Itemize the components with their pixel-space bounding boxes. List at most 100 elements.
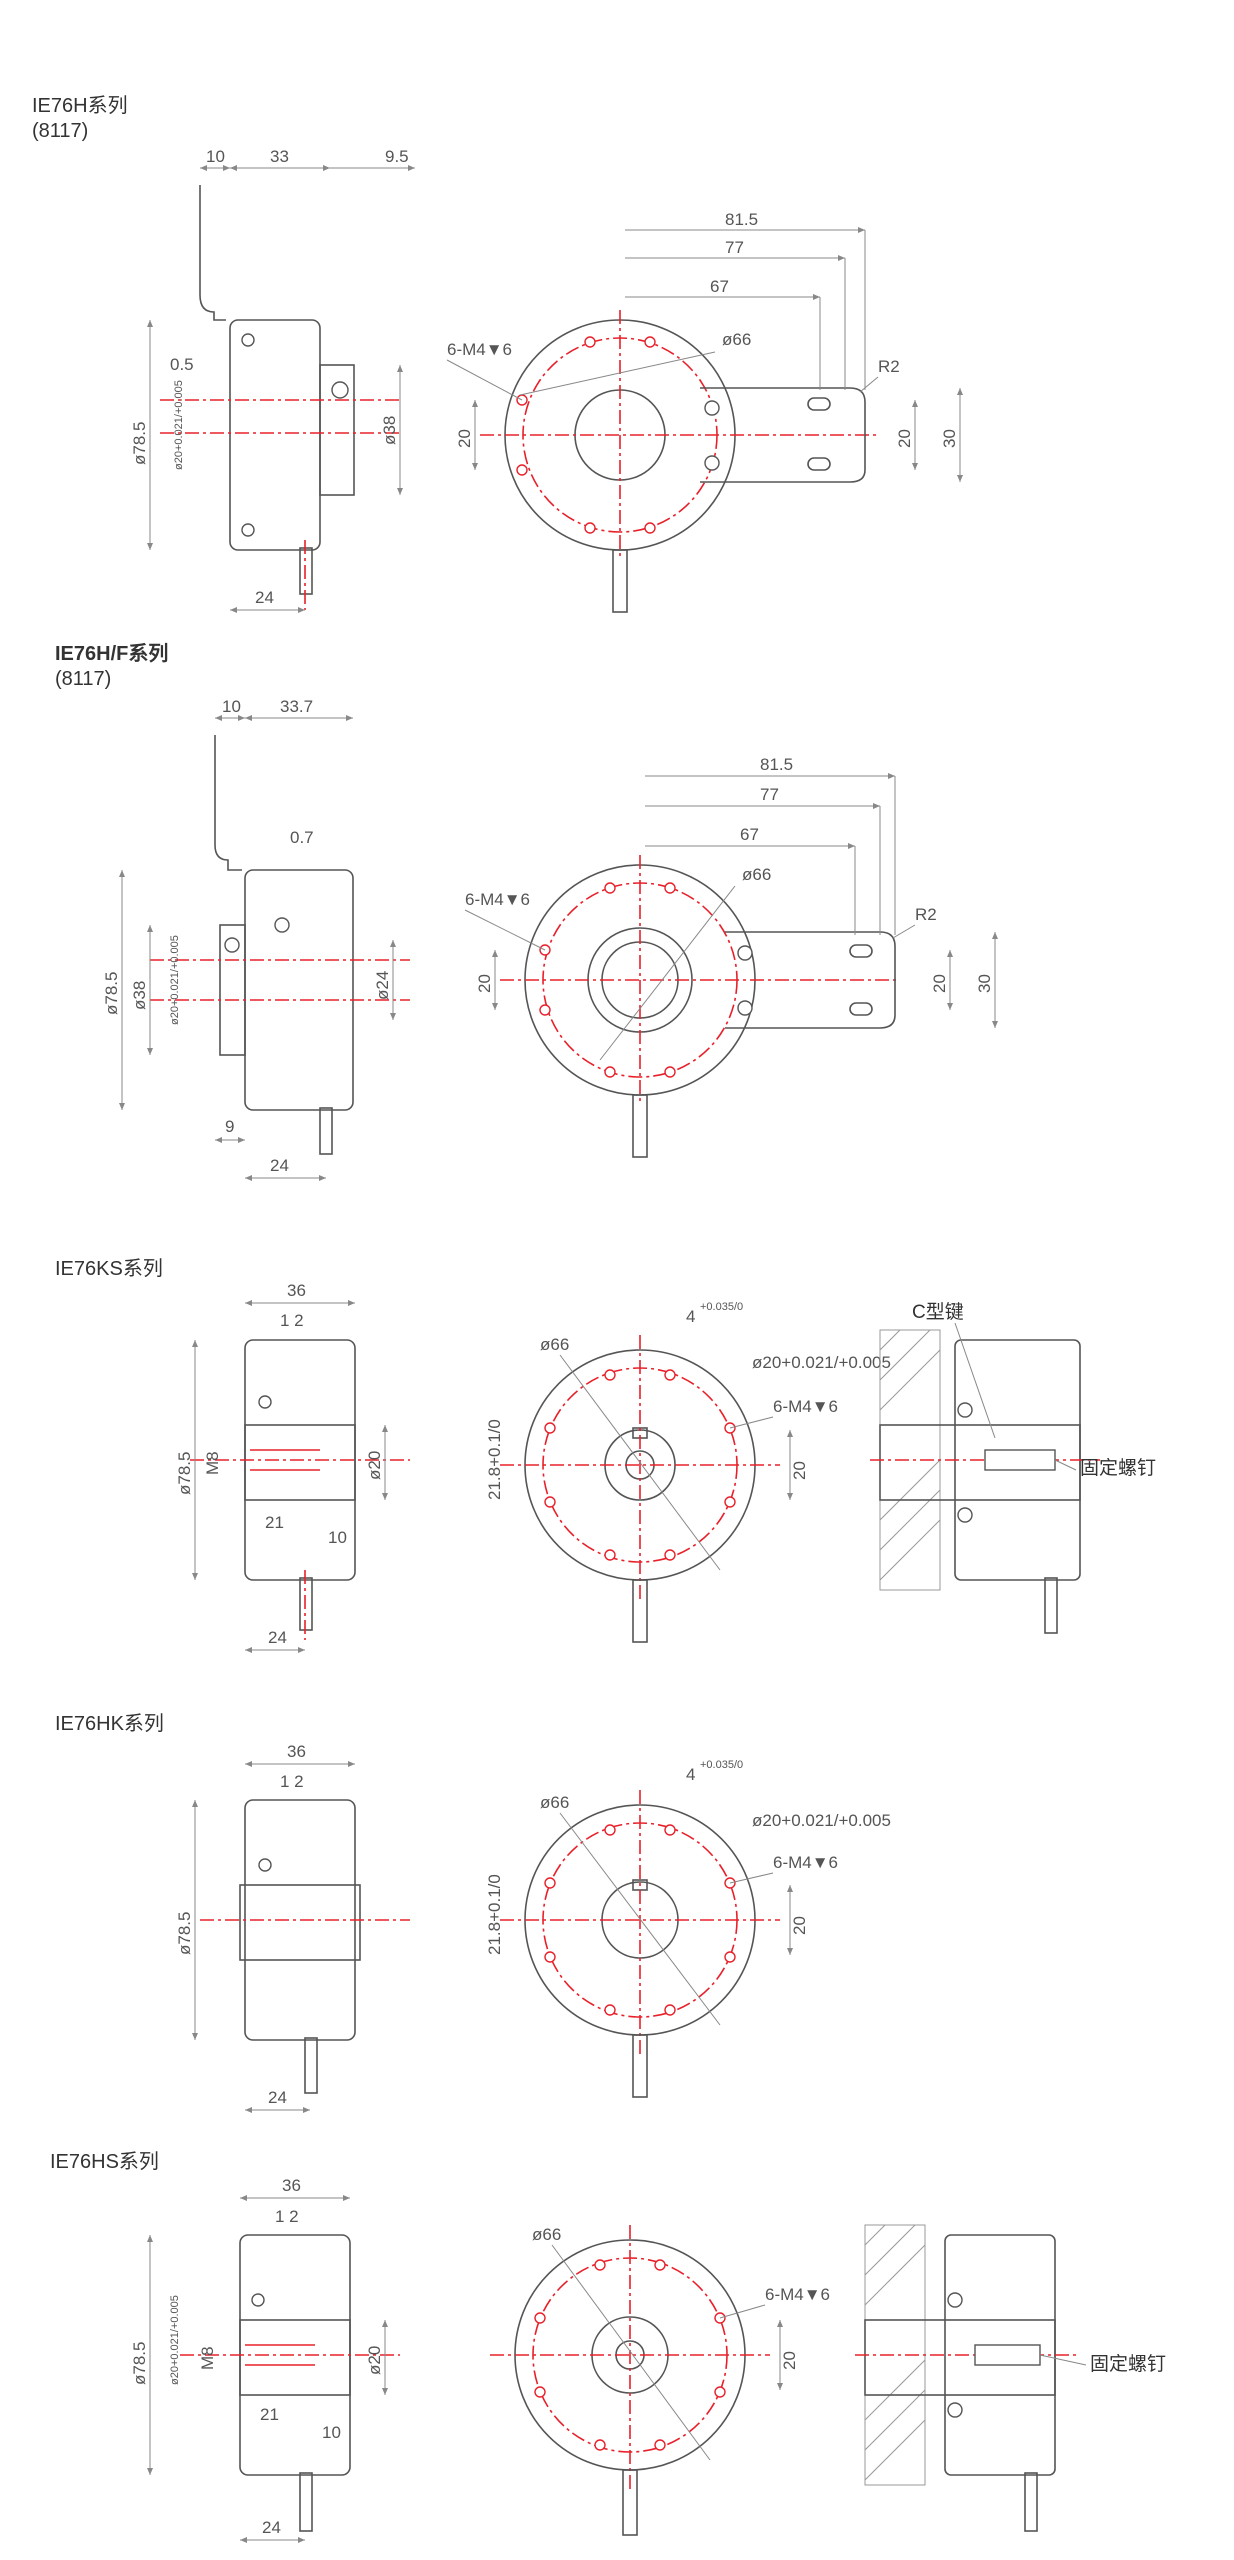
hole-spec: 6-M4▼6	[447, 340, 512, 359]
section-title: IE76KS系列	[55, 1257, 163, 1280]
dim-24: 24	[255, 588, 274, 607]
section-ie76h: IE76H系列 (8117) 10 33 9.5 ø78.5 ø20+0.021…	[32, 94, 963, 613]
detail-view: C型键 固定螺钉	[870, 1301, 1156, 1634]
dim-pcd: ø66	[532, 2225, 561, 2244]
dim-81-5: 81.5	[760, 755, 793, 774]
dim-dia-24: ø24	[373, 971, 392, 1000]
side-view: 36 1 2 ø78.5 24	[175, 1742, 410, 2113]
dim-67: 67	[740, 825, 759, 844]
dim-20-right: 20	[790, 1916, 809, 1935]
dim-dia-38: ø38	[380, 416, 399, 445]
dim-10: 10	[206, 147, 225, 166]
dim-9-5: 9.5	[385, 147, 409, 166]
section-subtitle: (8117)	[32, 120, 88, 142]
front-view: ø66 6-M4▼6 20	[490, 2225, 830, 2536]
dim-key: 4	[686, 1765, 695, 1784]
front-view: ø66 4 +0.035/0 ø20+0.021/+0.005 6-M4▼6 2…	[485, 1759, 891, 2098]
dim-81-5: 81.5	[725, 210, 758, 229]
dim-21: 21	[260, 2405, 279, 2424]
section-title: IE76H/F系列	[55, 642, 168, 665]
dim-m8: M8	[203, 1451, 222, 1475]
dim-dia-78-5: ø78.5	[175, 1912, 194, 1955]
side-view: 36 1 2 ø78.5 M8 ø20 21 10 24	[175, 1281, 410, 1653]
dim-dia-78-5: ø78.5	[175, 1452, 194, 1495]
dim-pcd: ø66	[540, 1793, 569, 1812]
dim-dia-78-5: ø78.5	[130, 2342, 149, 2385]
side-view: 10 33 9.5 ø78.5 ø20+0.021/+0.005 0.5 ø38…	[130, 147, 415, 613]
dim-key-tol: +0.035/0	[700, 1301, 743, 1313]
screw-label: 固定螺钉	[1080, 1457, 1156, 1479]
dim-dia-20: ø20	[365, 1451, 384, 1480]
front-view: ø66 4 +0.035/0 ø20+0.021/+0.005 6-M4▼6 2…	[485, 1301, 891, 1643]
dim-1-2: 1 2	[275, 2207, 299, 2226]
dim-9: 9	[225, 1117, 234, 1136]
dim-21: 21	[265, 1513, 284, 1532]
detail-view: 固定螺钉	[855, 2224, 1166, 2532]
section-title: IE76H系列	[32, 94, 128, 117]
dim-dia-78-5: ø78.5	[130, 422, 149, 465]
screw-label: 固定螺钉	[1090, 2353, 1166, 2375]
dim-30-bracket: 30	[975, 974, 994, 993]
dim-dia-20: ø20	[365, 2346, 384, 2375]
dim-1-2: 1 2	[280, 1772, 304, 1791]
dim-radius: R2	[878, 357, 900, 376]
section-title: IE76HS系列	[50, 2150, 159, 2173]
dim-36: 36	[287, 1281, 306, 1300]
dim-77: 77	[760, 785, 779, 804]
dim-24: 24	[270, 1156, 289, 1175]
dim-0-5: 0.5	[170, 355, 194, 374]
dim-1-2: 1 2	[280, 1311, 304, 1330]
dim-36: 36	[287, 1742, 306, 1761]
side-view: 10 33.7 0.7 ø78.5 ø38 ø20+0.021/+0.005 ø…	[102, 697, 410, 1181]
dim-key: 4	[686, 1307, 695, 1326]
section-subtitle: (8117)	[55, 668, 111, 690]
dim-m8: M8	[198, 2346, 217, 2370]
hole-spec: 6-M4▼6	[765, 2285, 830, 2304]
dim-pcd: ø66	[742, 865, 771, 884]
section-ie76hf: IE76H/F系列 (8117) 10 33.7 0.7 ø78.5 ø38 ø…	[55, 642, 998, 1181]
dim-20-bracket: 20	[895, 429, 914, 448]
dim-dia-20-tol: ø20+0.021/+0.005	[169, 2295, 181, 2385]
dim-pcd: ø66	[722, 330, 751, 349]
hole-spec: 6-M4▼6	[773, 1853, 838, 1872]
dim-dia-20: ø20+0.021/+0.005	[169, 935, 181, 1025]
front-view: 81.5 77 67 ø66 6-M4▼6 20 20 30 R2	[446, 210, 963, 613]
dim-77: 77	[725, 238, 744, 257]
dim-20-left: 20	[475, 974, 494, 993]
dim-33: 33	[270, 147, 289, 166]
dim-67: 67	[710, 277, 729, 296]
section-title: IE76HK系列	[55, 1712, 164, 1735]
section-ie76hs: IE76HS系列 36 1 2 ø78.5 ø20+0.021/+0.005 M…	[50, 2150, 1166, 2543]
dim-radius: R2	[915, 905, 937, 924]
dim-20-left: 20	[455, 429, 474, 448]
dim-10: 10	[322, 2423, 341, 2442]
dim-24: 24	[262, 2518, 281, 2537]
dim-10: 10	[222, 697, 241, 716]
side-view: 36 1 2 ø78.5 ø20+0.021/+0.005 M8 ø20 21 …	[130, 2176, 400, 2543]
dim-30-bracket: 30	[940, 429, 959, 448]
front-view: 81.5 77 67 ø66 6-M4▼6 20 20 30 R2	[464, 755, 998, 1158]
dim-20-bracket: 20	[930, 974, 949, 993]
section-ie76hk: IE76HK系列 36 1 2 ø78.5 24	[55, 1712, 891, 2113]
dim-dia-20: ø20+0.021/+0.005	[173, 380, 185, 470]
dim-24: 24	[268, 1628, 287, 1647]
dim-bore: ø20+0.021/+0.005	[752, 1353, 891, 1372]
hole-spec: 6-M4▼6	[773, 1397, 838, 1416]
dim-bore: ø20+0.021/+0.005	[752, 1811, 891, 1830]
dim-21-8: 21.8+0.1/0	[485, 1874, 504, 1955]
key-label: C型键	[912, 1301, 964, 1323]
dim-pcd: ø66	[540, 1335, 569, 1354]
dim-24: 24	[268, 2088, 287, 2107]
dim-21-8: 21.8+0.1/0	[485, 1419, 504, 1500]
section-ie76ks: IE76KS系列 36 1 2 ø78.5 M8 ø20 21 10 24	[55, 1257, 1156, 1653]
dim-0-7: 0.7	[290, 828, 314, 847]
dim-10: 10	[328, 1528, 347, 1547]
dim-33-7: 33.7	[280, 697, 313, 716]
dim-20-right: 20	[790, 1461, 809, 1480]
dim-key-tol: +0.035/0	[700, 1759, 743, 1771]
dim-36: 36	[282, 2176, 301, 2195]
dim-dia-38: ø38	[130, 981, 149, 1010]
dim-20-right: 20	[780, 2351, 799, 2370]
hole-spec: 6-M4▼6	[465, 890, 530, 909]
